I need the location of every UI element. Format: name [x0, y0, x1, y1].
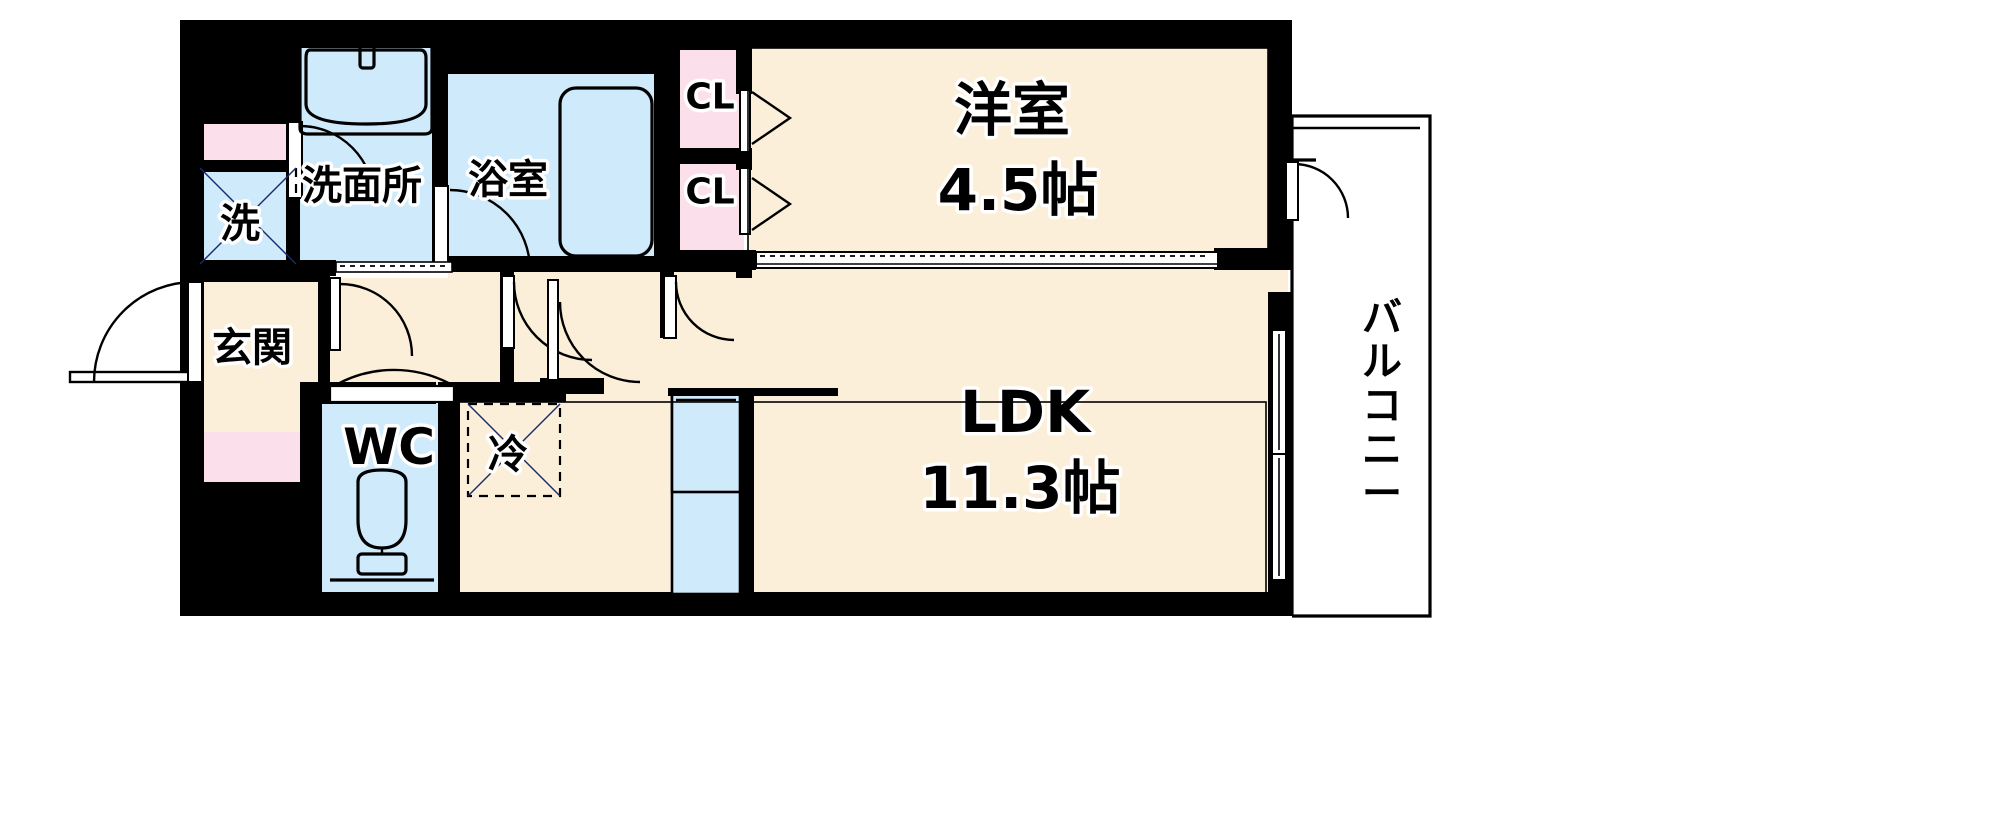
wall-alcove-top-fill [190, 118, 298, 164]
wall-bath-bottom [432, 256, 668, 272]
entrance-inner-swing [339, 282, 414, 357]
entrance-fill-2 [190, 278, 320, 433]
balcony-char-0: バ [1362, 295, 1402, 341]
wall-toilet-right [438, 382, 460, 608]
bedroom-fill [748, 28, 1288, 268]
toilet-fill [322, 404, 444, 606]
closet-upper-fill [676, 46, 744, 154]
balcony-char-2: コ [1362, 383, 1402, 429]
ldk-door-swing [512, 281, 593, 362]
refrigerator-fill [460, 402, 562, 498]
bathroom-label: 浴室 [468, 157, 548, 203]
toilet-label: WC [343, 418, 435, 476]
wall-entrance-right [318, 272, 330, 384]
wall-cl-mid [664, 148, 750, 164]
bedroom-size-label: 4.5帖 [938, 156, 1099, 224]
wall-left-band2 [180, 160, 298, 172]
balcony [1290, 114, 1432, 618]
kitchen-door-swing [558, 301, 641, 384]
closet-upper-door [739, 89, 793, 153]
wall-cl-right [736, 28, 752, 94]
bedroom-name-label: 洋室 [954, 76, 1070, 144]
wall-right-sill [1214, 248, 1292, 270]
washroom-door-jamb [287, 121, 303, 199]
vanity-sink [298, 34, 434, 136]
wc-door-swing [333, 368, 455, 388]
openings [68, 89, 1350, 581]
balcony-sliding-door [1271, 329, 1287, 581]
washer-alcove-fill [190, 168, 300, 268]
wc-door-leaf [328, 384, 456, 404]
washroom-fill [296, 30, 438, 268]
refrigerator-label: 冷 [488, 432, 528, 478]
balcony-label: バ ル コ ニ ー [1359, 292, 1406, 521]
corridor-door-jamb [663, 275, 677, 339]
refrigerator-space [466, 402, 562, 498]
entrance-inner-jamb [329, 277, 341, 351]
ldk-name-label: LDK [960, 378, 1092, 446]
washer-label: 洗 [220, 201, 260, 247]
kitchen-door-jamb [547, 279, 559, 381]
entrance-label: 玄関 [212, 325, 292, 371]
wall-kitchen-stub [540, 378, 604, 394]
washer-space [198, 166, 298, 266]
washroom-door-swing [299, 124, 376, 201]
wall-alcove-bottom-fill [190, 432, 300, 488]
closet-lower-door [739, 167, 793, 235]
wall-left-strip [180, 20, 204, 270]
wall-left-bottom-band [180, 482, 300, 606]
wall-washroom-bottom [190, 260, 336, 276]
bathroom-door-swing [449, 188, 532, 271]
closet-lower-label: CL [685, 172, 734, 213]
washroom-label: 洗面所 [302, 163, 422, 209]
room-outlines [447, 47, 1269, 595]
bathroom-door-jamb [433, 185, 449, 269]
balcony-char-1: ル [1362, 339, 1402, 385]
closet-upper-label: CL [685, 77, 734, 118]
entry-door-leaf [68, 370, 196, 384]
bathtub [558, 86, 654, 258]
washroom-threshold [335, 261, 453, 273]
wall-left-band1 [180, 110, 298, 124]
entry-door-jamb [187, 281, 203, 383]
toilet-bowl [330, 468, 434, 582]
entry-door-swing [92, 280, 195, 383]
balcony-char-3: ニ [1362, 427, 1402, 473]
wall-kitchen-bottom [438, 382, 566, 402]
wall-toilet-left [300, 382, 322, 608]
bedroom-balcony-jamb [1285, 161, 1299, 221]
ldk-size-label: 11.3帖 [919, 454, 1120, 522]
wall-cl-top [664, 28, 750, 50]
fixtures [198, 34, 838, 596]
bedroom-balcony-door-swing [1293, 162, 1350, 219]
kitchen-unit [668, 388, 838, 596]
corridor-door-swing [674, 281, 735, 342]
labels: 洋室 4.5帖 LDK 11.3帖 洗面所 浴室 玄関 WC 洗 冷 CL CL… [209, 73, 1406, 526]
wall-bath-top [432, 38, 664, 74]
bathroom-fill [444, 70, 660, 268]
balcony-outline [1292, 114, 1432, 618]
balcony-char-4: ー [1362, 471, 1402, 517]
bedroom-window [755, 251, 1219, 269]
wall-bedroom-ldk-left [668, 250, 756, 270]
wall-bottom [180, 592, 1292, 616]
ldk-door-jamb [501, 275, 515, 349]
